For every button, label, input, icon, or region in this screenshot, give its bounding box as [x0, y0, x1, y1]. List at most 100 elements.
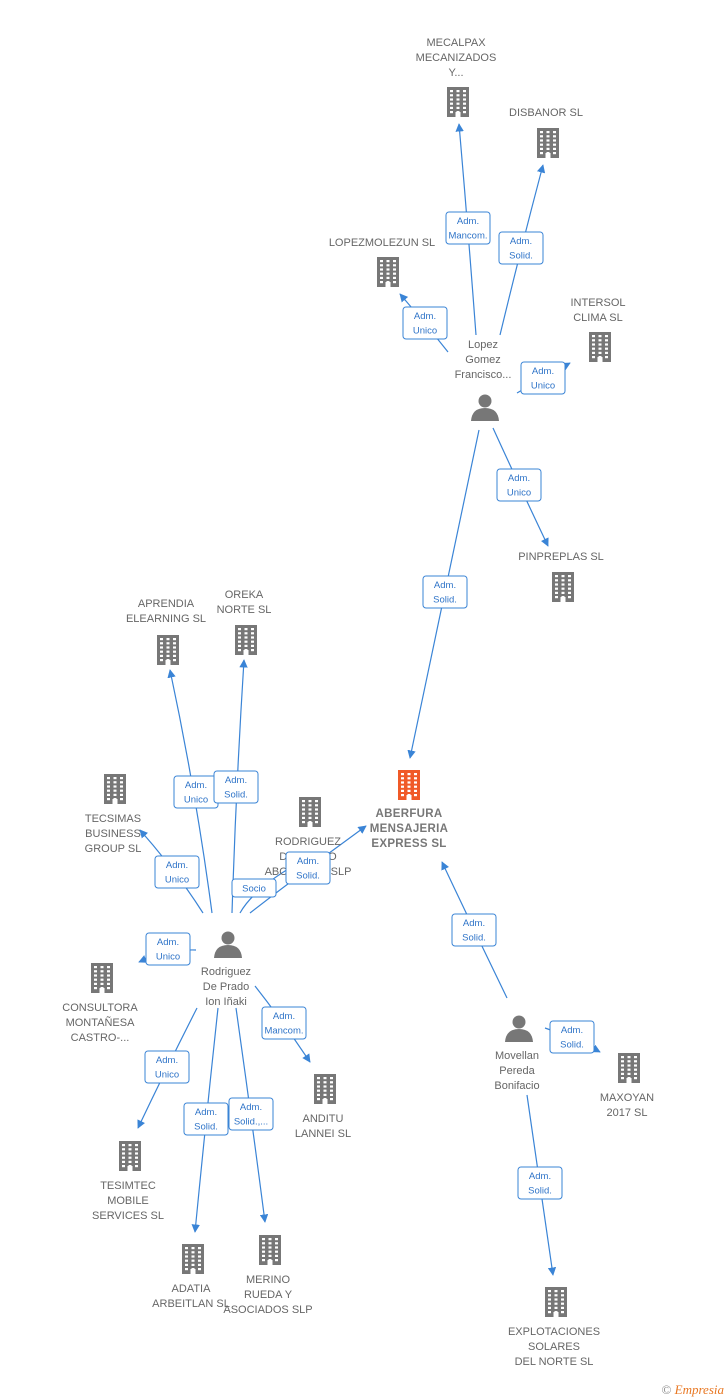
- brand-name: Empresia: [674, 1382, 724, 1397]
- edge-label-lopez-to-intersol[interactable]: Adm.Unico: [520, 361, 566, 395]
- tecsimas-label-line-3: GROUP SL: [85, 843, 142, 855]
- building-icon-rodriguez_slp[interactable]: [299, 797, 321, 827]
- mecalpax-label-line-1: MECALPAX: [426, 37, 486, 49]
- edge-label-text: Solid.: [194, 1122, 218, 1133]
- explotaciones-label-line-1: EXPLOTACIONES: [508, 1326, 600, 1338]
- edge-label-text: Adm.: [561, 1025, 583, 1036]
- edge-label-rodriguez-to-tecsimas[interactable]: Adm. Unico: [154, 855, 200, 889]
- edge-label-rodriguez-to-tesimtec[interactable]: Adm. Unico: [144, 1050, 190, 1084]
- building-icon-tecsimas[interactable]: [104, 774, 126, 804]
- building-icon-disbanor[interactable]: [537, 128, 559, 158]
- edge-label-rodriguez-to-adatia[interactable]: Adm.Solid.: [183, 1102, 229, 1136]
- edge-label-text: Solid.: [224, 790, 248, 801]
- rodriguez-label-line-1: Rodriguez: [201, 966, 251, 978]
- explotaciones-label-line-2: SOLARES: [528, 1341, 580, 1353]
- edge-label-text: Adm.: [166, 860, 188, 871]
- edge-label-rodriguez-to-consultora[interactable]: Adm. Unico: [145, 932, 191, 966]
- edge-label-movellan-to-maxoyan[interactable]: Adm.Solid.: [549, 1020, 595, 1054]
- anditu-label-line-2: LANNEI SL: [295, 1128, 351, 1140]
- building-icon-aprendia[interactable]: [157, 635, 179, 665]
- mecalpax-label-line-2: MECANIZADOS: [416, 52, 497, 64]
- rodriguez_slp-label-line-1: RODRIGUEZ: [275, 836, 341, 848]
- maxoyan-label-line-1: MAXOYAN: [600, 1092, 654, 1104]
- person-icon-lopez[interactable]: [471, 394, 499, 422]
- building-icon-adatia[interactable]: [182, 1244, 204, 1274]
- edge-label-rodriguez-to-aprendia[interactable]: Adm. Unico: [173, 775, 219, 809]
- edge-label-text: Solid.: [296, 871, 320, 882]
- edge-label-lopez-to-pinpreplas[interactable]: Adm. Unico: [496, 468, 542, 502]
- edge-label-movellan-to-aberfura[interactable]: Adm.Solid.: [451, 913, 497, 947]
- merino-label-line-2: RUEDA Y: [244, 1289, 293, 1301]
- pinpreplas-label-line-1: PINPREPLAS SL: [518, 551, 604, 563]
- edge-label-text: Adm.: [225, 775, 247, 786]
- building-icon-maxoyan[interactable]: [618, 1053, 640, 1083]
- edge-label-text: Adm.: [297, 856, 319, 867]
- oreka-label-line-1: OREKA: [225, 589, 264, 601]
- edge-label-text: Adm.: [185, 780, 207, 791]
- edge-label-text: Unico: [155, 1070, 179, 1081]
- edge-label-text: Adm.: [529, 1171, 551, 1182]
- building-icon-pinpreplas[interactable]: [552, 572, 574, 602]
- footer-brand: © Empresia: [662, 1382, 725, 1398]
- edge-label-text: Adm.: [157, 937, 179, 948]
- edge-label-lopez-to-aberfura[interactable]: Adm.Solid.: [422, 575, 468, 609]
- copyright-symbol: ©: [661, 1382, 672, 1397]
- edge-label-movellan-to-explotaciones[interactable]: Adm. Solid.: [517, 1166, 563, 1200]
- edge-label-lopez-to-lopezmolezun[interactable]: Adm.Unico: [402, 306, 448, 340]
- building-icon-merino[interactable]: [259, 1235, 281, 1265]
- building-icon-aberfura[interactable]: [398, 770, 420, 800]
- edge-label-text: Unico: [413, 326, 437, 337]
- tecsimas-label-line-2: BUSINESS: [85, 828, 141, 840]
- edge-label-text: Adm.: [156, 1055, 178, 1066]
- building-icon-oreka[interactable]: [235, 625, 257, 655]
- oreka-label-line-2: NORTE SL: [217, 604, 272, 616]
- movellan-label-line-2: Pereda: [499, 1065, 535, 1077]
- rodriguez-label-line-2: De Prado: [203, 981, 249, 993]
- maxoyan-label-line-2: 2017 SL: [607, 1107, 648, 1119]
- edge-label-rodriguez-to-merino[interactable]: Adm. Solid.,...: [228, 1097, 274, 1131]
- edge-label-text: Solid.: [462, 933, 486, 944]
- lopez-label-line-2: Gomez: [465, 354, 500, 366]
- edge-labels-layer: Adm.Mancom.Adm.Solid.Adm.UnicoAdm.UnicoA…: [144, 211, 595, 1200]
- building-icon-consultora[interactable]: [91, 963, 113, 993]
- aberfura-label-line-1: ABERFURA: [376, 808, 443, 820]
- edge-label-text: Adm.: [240, 1102, 262, 1113]
- edge-label-text: Unico: [165, 875, 189, 886]
- rodriguez-label-line-3: Ion Iñaki: [205, 996, 247, 1008]
- edge-label-rodriguez-to-oreka[interactable]: Adm. Solid.: [213, 770, 259, 804]
- edge-label-rodriguez-to-aberfura[interactable]: Adm. Solid.: [285, 851, 331, 885]
- edge-label-text: Mancom.: [448, 231, 487, 242]
- person-icon-rodriguez[interactable]: [214, 931, 242, 959]
- edge-label-text: Unico: [184, 795, 208, 806]
- edge-label-text: Unico: [507, 488, 531, 499]
- person-icon-movellan[interactable]: [505, 1015, 533, 1043]
- edge-label-rodriguez-to-rodriguez_slp[interactable]: Socio: [231, 878, 277, 898]
- edge-label-text: Solid.,...: [234, 1117, 268, 1128]
- edge-label-text: Solid.: [528, 1186, 552, 1197]
- building-icon-lopezmolezun[interactable]: [377, 257, 399, 287]
- edge-label-text: Adm.: [457, 216, 479, 227]
- edge-label-text: Adm.: [510, 236, 532, 247]
- edges-layer: [137, 123, 601, 1276]
- intersol-label-line-2: CLIMA SL: [573, 312, 623, 324]
- edge-label-text: Solid.: [433, 595, 457, 606]
- edge-label-text: Adm.: [508, 473, 530, 484]
- edge-label-text: Unico: [156, 952, 180, 963]
- building-icon-explotaciones[interactable]: [545, 1287, 567, 1317]
- merino-label-line-1: MERINO: [246, 1274, 290, 1286]
- lopez-label-line-3: Francisco...: [455, 369, 512, 381]
- edge-label-lopez-to-disbanor[interactable]: Adm.Solid.: [498, 231, 544, 265]
- adatia-label-line-2: ARBEITLAN SL: [152, 1298, 230, 1310]
- anditu-label-line-1: ANDITU: [303, 1113, 344, 1125]
- edge-label-lopez-to-mecalpax[interactable]: Adm. Mancom.: [445, 211, 491, 245]
- building-icon-tesimtec[interactable]: [119, 1141, 141, 1171]
- consultora-label-line-1: CONSULTORA: [62, 1002, 138, 1014]
- building-icon-mecalpax[interactable]: [447, 87, 469, 117]
- movellan-label-line-3: Bonifacio: [494, 1080, 539, 1092]
- edge-label-rodriguez-to-anditu[interactable]: Adm.Mancom.: [261, 1006, 307, 1040]
- building-icon-anditu[interactable]: [314, 1074, 336, 1104]
- building-icon-intersol[interactable]: [589, 332, 611, 362]
- lopez-label-line-1: Lopez: [468, 339, 498, 351]
- edge-label-text: Mancom.: [264, 1026, 303, 1037]
